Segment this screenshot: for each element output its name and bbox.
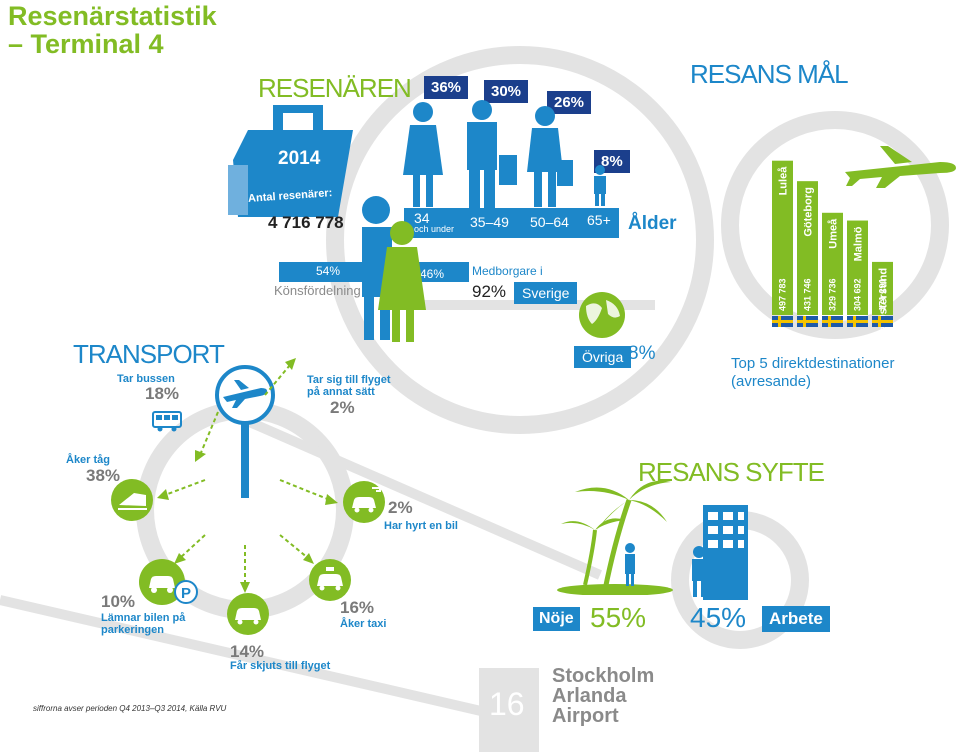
destination-city-label: Luleå (778, 166, 790, 196)
destination-value-label: 329 736 (828, 278, 838, 311)
sweden-flag-icon (847, 316, 868, 327)
citizen-country: Sverige (514, 282, 578, 304)
age-label-4: 65+ (587, 212, 611, 228)
destination-city-label: Malmö (853, 226, 865, 261)
airplane-icon (845, 146, 956, 188)
resans-syfte-heading: RESANS SYFTE (638, 457, 825, 487)
citizen-label: Medborgare i (472, 264, 543, 278)
transport-heading: TRANSPORT (73, 339, 225, 369)
train-percent: 38% (86, 466, 121, 485)
age-label-1-value: 34 (414, 210, 430, 226)
work-label: Arbete (762, 606, 830, 632)
ride-label: Får skjuts till flyget (230, 660, 331, 672)
age-label-1: 34 och under (414, 210, 454, 234)
taxi-icon (309, 559, 351, 601)
leisure-percent: 55% (590, 602, 647, 633)
people-age-icons (403, 100, 606, 208)
destination-city-label: Åre Östersund (877, 268, 890, 330)
male-percent: 54% (316, 264, 341, 278)
destination-bar (847, 220, 868, 315)
ride-car-icon (227, 593, 269, 635)
destination-value-label: 497 783 (778, 278, 788, 311)
other-transport-label: Tar sig till flyget på annat sätt (307, 374, 391, 398)
rental-percent: 2% (388, 498, 413, 517)
antal-value: 4 716 778 (268, 213, 344, 232)
source-note: siffrorna avser perioden Q4 2013–Q3 2014… (33, 704, 227, 713)
resans-mal-heading: RESANS MÅL (690, 59, 849, 89)
destination-value-label: 171 291 (878, 278, 888, 311)
gender-icons (362, 196, 426, 342)
airport-name: Stockholm Arlanda Airport (552, 665, 655, 727)
age-percent-2: 30% (484, 80, 529, 103)
train-icon (111, 479, 153, 521)
sweden-flag-icon (872, 316, 893, 327)
leisure-label: Nöje (533, 607, 580, 631)
ride-percent: 14% (230, 642, 265, 661)
bus-percent: 18% (145, 384, 180, 403)
terminal-number: 16 (489, 686, 525, 722)
svg-text:P: P (181, 585, 191, 602)
taxi-percent: 16% (340, 598, 375, 617)
other-country-percent: 8% (628, 343, 656, 364)
destinations-caption: Top 5 direktdestinationer (avresande) (731, 355, 895, 390)
age-label-3: 50–64 (530, 214, 569, 230)
age-percent-3: 26% (547, 91, 592, 114)
destinations-chart: Luleå 497 783 Göteborg 431 746 Umeå 329 736 Ma… (772, 160, 893, 330)
sweden-flag-icon (797, 316, 818, 327)
year-label: 2014 (278, 148, 321, 169)
age-percent-1: 36% (424, 76, 469, 99)
rental-label: Har hyrt en bil (384, 520, 458, 532)
age-title: Ålder (628, 213, 677, 234)
destination-value-label: 304 692 (853, 278, 863, 311)
age-label-2: 35–49 (470, 214, 509, 230)
female-percent: 46% (420, 267, 445, 281)
office-building-icon (692, 505, 748, 600)
destination-bar (772, 160, 793, 315)
other-country-label: Övriga (574, 346, 632, 368)
taxi-label: Åker taxi (340, 618, 387, 630)
work-percent: 45% (690, 602, 747, 633)
resenaren-heading: RESENÄREN (258, 73, 412, 103)
sweden-flag-icon (822, 316, 843, 327)
suitcase-icon (228, 105, 353, 217)
destination-value-label: 431 746 (803, 278, 813, 311)
sweden-flag-icon (772, 316, 793, 327)
palm-island-icon (557, 480, 673, 595)
destination-city-label: Umeå (828, 218, 840, 249)
other-transport-percent: 2% (330, 398, 355, 417)
parking-car-icon: P (139, 559, 198, 605)
age-label-1-sub: och under (414, 224, 455, 234)
rental-car-icon (343, 481, 385, 523)
destination-city-label: Göteborg (803, 187, 815, 237)
train-label: Åker tåg (66, 454, 111, 466)
destination-bar (797, 181, 818, 315)
gender-label: Könsfördelning (274, 283, 361, 298)
citizen-percent: 92% (472, 282, 507, 301)
parking-percent: 10% (101, 592, 136, 611)
bus-icon (152, 411, 182, 432)
globe-icon (579, 292, 625, 338)
terminal-number-box: 16 (479, 668, 539, 752)
airplane-sign-icon (215, 365, 275, 498)
page-title: Resenärstatistik – Terminal 4 (8, 1, 217, 59)
bus-label: Tar bussen (117, 373, 175, 385)
destination-bar (822, 212, 843, 315)
age-axis (404, 208, 619, 238)
destination-bar (872, 261, 893, 315)
parking-label: Lämnar bilen på parkeringen (101, 612, 186, 636)
